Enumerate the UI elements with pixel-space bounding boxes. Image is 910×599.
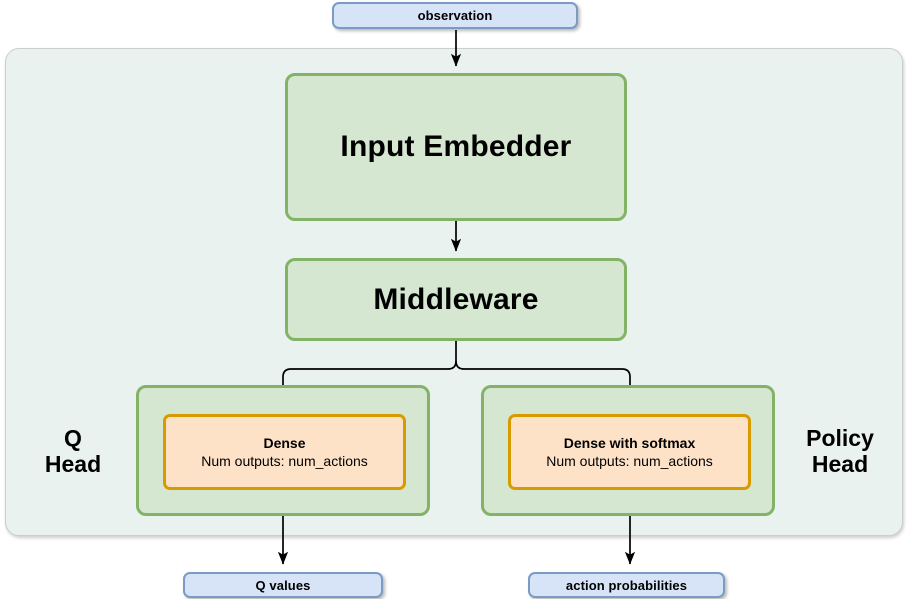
- dense-subtitle-q: Num outputs: num_actions: [201, 453, 368, 469]
- module-label-middleware: Middleware: [373, 282, 539, 316]
- io-label-action-probabilities: action probabilities: [565, 577, 688, 593]
- dense-title-policy: Dense with softmax: [563, 434, 696, 451]
- head-label-policy-line2: Head: [811, 451, 869, 477]
- head-container-policy[interactable]: Dense with softmax Num outputs: num_acti…: [481, 385, 775, 516]
- dense-title-q: Dense: [263, 434, 306, 451]
- io-box-q-values[interactable]: Q values: [183, 572, 383, 598]
- dense-box-policy[interactable]: Dense with softmax Num outputs: num_acti…: [508, 414, 751, 490]
- head-label-q: Q Head: [18, 415, 128, 487]
- head-label-q-line1: Q: [64, 424, 82, 451]
- module-middleware[interactable]: Middleware: [285, 258, 627, 341]
- module-label-input-embedder: Input Embedder: [340, 130, 572, 163]
- io-label-q-values: Q values: [255, 577, 311, 593]
- head-label-policy-line1: Policy: [806, 424, 874, 451]
- head-container-q[interactable]: Dense Num outputs: num_actions: [136, 385, 430, 516]
- dense-box-q[interactable]: Dense Num outputs: num_actions: [163, 414, 406, 490]
- module-input-embedder[interactable]: Input Embedder: [285, 73, 627, 221]
- dense-subtitle-policy: Num outputs: num_actions: [546, 453, 713, 469]
- head-label-q-line2: Head: [44, 451, 102, 477]
- io-box-observation[interactable]: observation: [332, 2, 578, 29]
- io-box-action-probabilities[interactable]: action probabilities: [528, 572, 725, 598]
- head-label-policy: Policy Head: [782, 415, 898, 487]
- io-label-observation: observation: [417, 8, 493, 23]
